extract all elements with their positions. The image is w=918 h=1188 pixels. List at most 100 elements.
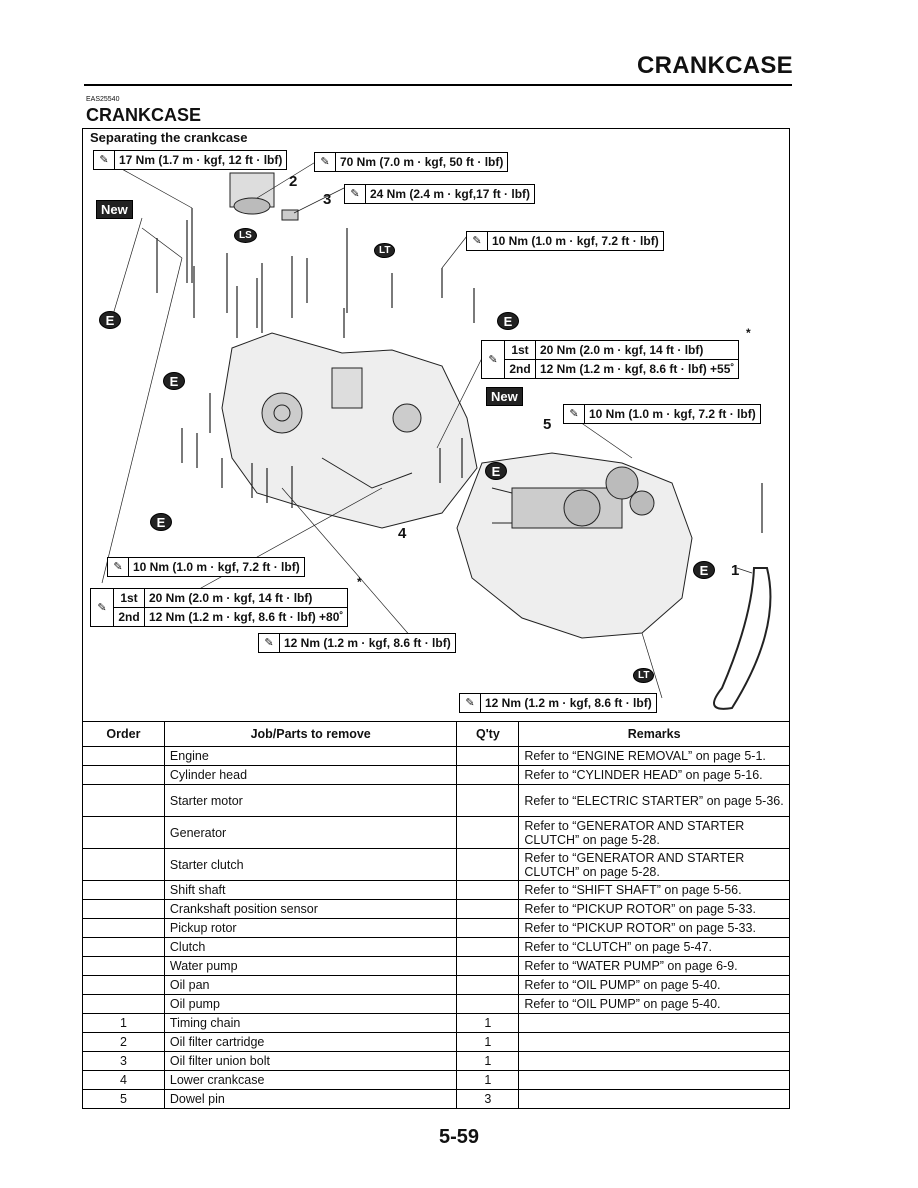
callout-3: 3	[323, 191, 332, 208]
table-cell	[518, 1051, 790, 1071]
table-cell: Oil pan	[163, 975, 458, 995]
table-cell	[456, 937, 520, 957]
table-row: Oil pump Refer to “OIL PUMP” on page 5-40…	[82, 994, 790, 1014]
table-cell: Starter clutch	[163, 848, 458, 881]
torque-wrench-icon: ✎	[482, 341, 505, 378]
table-cell: 1	[456, 1013, 520, 1033]
table-cell: Refer to “WATER PUMP” on page 6-9.	[518, 956, 790, 976]
table-cell: 1	[456, 1051, 520, 1071]
table-cell: Timing chain	[163, 1013, 458, 1033]
table-cell	[456, 816, 520, 849]
torque-wrench-icon: ✎	[345, 185, 366, 203]
table-cell: Refer to “OIL PUMP” on page 5-40.	[518, 994, 790, 1014]
section-code: EAS25540	[86, 96, 120, 103]
table-cell: Oil pump	[163, 994, 458, 1014]
table-cell: 3	[456, 1089, 520, 1109]
table-cell: Refer to “CYLINDER HEAD” on page 5-16.	[518, 765, 790, 785]
table-row: Starter motor Refer to “ELECTRIC STARTER”…	[82, 784, 790, 817]
table-cell: Water pump	[163, 956, 458, 976]
table-cell	[82, 918, 165, 938]
callout-4: 4	[398, 525, 407, 542]
callout-2: 2	[289, 173, 298, 190]
torque-label-drain: ✎24 Nm (2.4 m · kgf,17 ft · lbf)	[344, 184, 536, 204]
table-cell: Dowel pin	[163, 1089, 458, 1109]
torque-wrench-icon: ✎	[315, 153, 336, 171]
parts-table: Order Job/Parts to remove Q'ty Remarks E…	[82, 721, 790, 1109]
table-cell	[518, 1032, 790, 1052]
table-cell: Oil filter union bolt	[163, 1051, 458, 1071]
table-cell: Cylinder head	[163, 765, 458, 785]
engine-oil-icon: E	[497, 312, 519, 330]
note-star: *	[357, 575, 362, 589]
table-cell	[82, 994, 165, 1014]
locking-agent-icon: LT	[633, 668, 655, 683]
table-cell: Refer to “CLUTCH” on page 5-47.	[518, 937, 790, 957]
table-cell	[82, 880, 165, 900]
locking-agent-icon: LT	[374, 243, 396, 258]
table-cell: 2	[82, 1032, 165, 1052]
table-cell	[518, 1013, 790, 1033]
table-row: Crankshaft position sensor Refer to “PICK…	[82, 899, 790, 919]
table-cell	[518, 1089, 790, 1109]
table-cell	[82, 765, 165, 785]
table-cell: Refer to “PICKUP ROTOR” on page 5-33.	[518, 918, 790, 938]
page-header-title: CRANKCASE	[636, 52, 793, 79]
torque-label-top-right: ✎10 Nm (1.0 m · kgf, 7.2 ft · lbf)	[466, 231, 664, 251]
table-cell: 5	[82, 1089, 165, 1109]
section-title: CRANKCASE	[86, 105, 202, 125]
column-header-qty: Q'ty	[456, 721, 520, 747]
table-cell: Starter motor	[163, 784, 458, 817]
table-row: Pickup rotor Refer to “PICKUP ROTOR” on p…	[82, 918, 790, 938]
torque-wrench-icon: ✎	[94, 151, 115, 169]
table-header-row: Order Job/Parts to remove Q'ty Remarks	[82, 721, 790, 747]
table-cell: 1	[456, 1032, 520, 1052]
table-cell: Crankshaft position sensor	[163, 899, 458, 919]
table-cell: Refer to “ENGINE REMOVAL” on page 5-1.	[518, 746, 790, 766]
table-cell	[456, 746, 520, 766]
table-cell	[456, 899, 520, 919]
table-cell	[82, 899, 165, 919]
torque-wrench-icon: ✎	[467, 232, 488, 250]
torque-wrench-icon: ✎	[460, 694, 481, 712]
column-header-job: Job/Parts to remove	[163, 721, 458, 747]
table-cell	[456, 784, 520, 817]
table-cell	[82, 937, 165, 957]
table-cell: Engine	[163, 746, 458, 766]
new-part-badge: New	[486, 387, 523, 406]
table-cell: Lower crankcase	[163, 1070, 458, 1090]
table-row: Water pump Refer to “WATER PUMP” on page …	[82, 956, 790, 976]
crankcase-exploded-illustration	[101, 157, 772, 710]
table-cell: Refer to “PICKUP ROTOR” on page 5-33.	[518, 899, 790, 919]
table-cell: 1	[456, 1070, 520, 1090]
table-cell: 4	[82, 1070, 165, 1090]
table-cell: Refer to “GENERATOR AND STARTER CLUTCH” …	[518, 816, 790, 849]
note-star: *	[746, 326, 751, 340]
table-row: Engine Refer to “ENGINE REMOVAL” on page …	[82, 746, 790, 766]
table-cell	[518, 1070, 790, 1090]
table-cell	[82, 746, 165, 766]
table-cell: Refer to “OIL PUMP” on page 5-40.	[518, 975, 790, 995]
lithium-grease-icon: LS	[234, 228, 257, 243]
table-cell	[456, 994, 520, 1014]
engine-oil-icon: E	[693, 561, 715, 579]
engine-oil-icon: E	[150, 513, 172, 531]
torque-wrench-icon: ✎	[91, 589, 114, 626]
table-cell: Pickup rotor	[163, 918, 458, 938]
table-cell: Refer to “SHIFT SHAFT” on page 5-56.	[518, 880, 790, 900]
engine-oil-icon: E	[163, 372, 185, 390]
table-cell: Refer to “ELECTRIC STARTER” on page 5-36…	[518, 784, 790, 817]
torque-wrench-icon: ✎	[108, 558, 129, 576]
torque-wrench-icon: ✎	[564, 405, 585, 423]
torque-label-oil-filter: ✎17 Nm (1.7 m · kgf, 12 ft · lbf)	[93, 150, 288, 170]
table-cell	[456, 765, 520, 785]
table-cell	[82, 784, 165, 817]
table-cell	[82, 816, 165, 849]
page-number: 5-59	[438, 1126, 480, 1148]
table-cell	[456, 880, 520, 900]
